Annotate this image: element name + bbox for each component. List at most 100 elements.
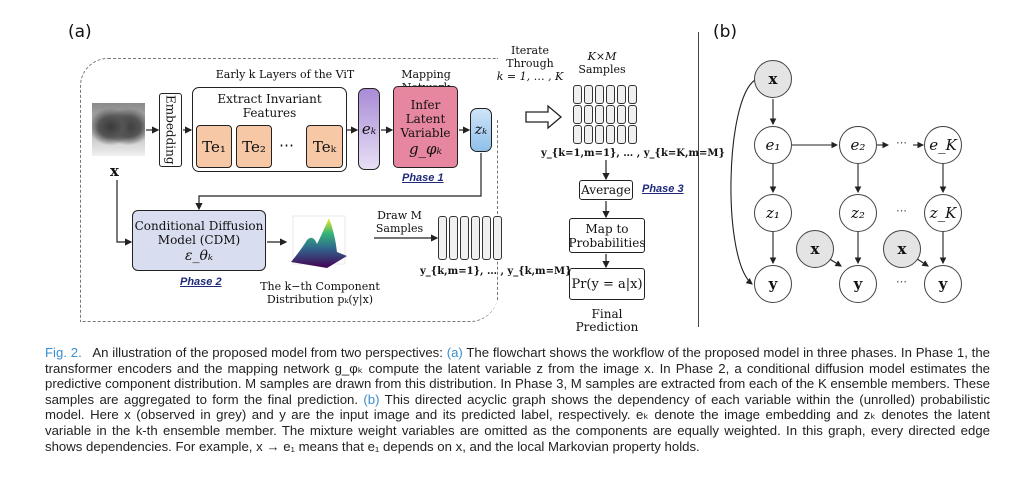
final-probability-box: Pr(y = a|x): [569, 268, 645, 300]
map-line2: Probabilities: [568, 235, 646, 250]
sample-cell: [617, 105, 626, 124]
dag-node-xk: x: [883, 230, 921, 268]
caption-b-ref[interactable]: (b): [363, 391, 380, 407]
dag-ellipsis-e: ⋯: [896, 136, 907, 149]
extract-label-line2: Features: [242, 106, 297, 120]
sample-cell: [595, 85, 604, 104]
infer-latent-box: Infer Latent Variable g_φₖ: [393, 86, 458, 168]
map-line1: Map to: [585, 221, 629, 236]
km-title-line2: Samples: [578, 63, 626, 76]
encoder-te1: Te₁: [196, 125, 232, 168]
sample-cell: [573, 125, 582, 144]
dag-node-zk: z_K: [924, 194, 962, 232]
input-x-label: x: [110, 162, 119, 180]
sample-cell: [584, 105, 593, 124]
km-samples-title: K×M Samples: [572, 50, 632, 76]
encoder-te1-label: Te₁: [202, 137, 226, 156]
dag-node-yk: y: [924, 265, 962, 303]
infer-line3: Variable: [400, 126, 451, 140]
sample-cell: [573, 85, 582, 104]
cdm-line2: Model (CDM): [157, 232, 241, 247]
cdm-box: Conditional Diffusion Model (CDM) ε_θₖ: [132, 210, 266, 271]
sample-cell: [617, 125, 626, 144]
km-samples-label: y_{k=1,m=1}, … , y_{k=K,m=M}: [541, 148, 725, 159]
xray-image: [92, 103, 145, 156]
sample-cell: [449, 216, 458, 260]
caption-fig-number: Fig. 2.: [45, 345, 82, 360]
encoder-te2-label: Te₂: [242, 137, 266, 156]
epsilon-theta-symbol: ε_θₖ: [184, 247, 214, 264]
caption-b-text: This directed acyclic graph shows the de…: [45, 391, 990, 454]
sample-cell: [628, 85, 637, 104]
map-to-probabilities-box: Map to Probabilities: [568, 218, 646, 253]
average-box: Average: [579, 180, 633, 200]
infer-line1: Infer: [410, 98, 441, 112]
sample-cell: [573, 105, 582, 124]
g-phi-k-symbol: g_φₖ: [408, 140, 443, 158]
m-samples-row: [438, 216, 504, 260]
dag-node-y1: y: [754, 265, 792, 303]
draw-line2: Samples: [375, 222, 424, 235]
sample-cell: [606, 125, 615, 144]
infer-line2: Latent: [405, 112, 446, 126]
vit-title: Early k Layers of the ViT: [215, 68, 355, 81]
iterate-range: k = 1, … , K: [496, 70, 564, 83]
embedding-box: Embedding: [159, 93, 182, 167]
extract-label-line1: Extract Invariant: [217, 92, 322, 106]
sample-cell: [628, 125, 637, 144]
caption-intro: An illustration of the proposed model fr…: [92, 345, 443, 360]
pr-label: Pr(y = a|x): [571, 276, 643, 292]
dag-edges: [730, 79, 947, 285]
component-distribution-plot: [291, 215, 347, 268]
figure-caption: Fig. 2. An illustration of the proposed …: [45, 345, 990, 454]
sample-cell: [471, 216, 480, 260]
component-caption: The k−th Component Distribution pₖ(y|x): [260, 280, 380, 306]
embedding-label: Embedding: [163, 95, 178, 165]
dag-node-z2: z₂: [839, 194, 877, 232]
cdm-line1: Conditional Diffusion: [134, 218, 264, 233]
extract-features-box: Extract Invariant Features: [192, 87, 347, 172]
final-prediction-label: Final Prediction: [575, 307, 639, 334]
caption-a-ref[interactable]: (a): [446, 345, 463, 360]
sample-cell: [595, 105, 604, 124]
sample-cell: [482, 216, 491, 260]
encoder-tek-label: Teₖ: [312, 137, 337, 156]
ek-box: eₖ: [358, 88, 380, 170]
dag-node-e1: e₁: [754, 126, 792, 164]
sample-cell: [606, 85, 615, 104]
dag-node-z1: z₁: [754, 194, 792, 232]
panel-a-connectors: [116, 126, 610, 269]
encoder-ellipsis: ⋯: [279, 136, 294, 154]
dag-node-e2: e₂: [839, 126, 877, 164]
panel-b-label: (b): [713, 22, 738, 42]
component-line1: The k−th Component: [260, 280, 380, 293]
sample-cell: [595, 125, 604, 144]
sample-cell: [584, 125, 593, 144]
iterate-text: Iterate Through k = 1, … , K: [490, 44, 570, 83]
caption-a-text: The flowchart shows the workflow of the …: [45, 345, 990, 407]
draw-line1: Draw M: [377, 209, 422, 222]
dag-ellipsis-y: ⋯: [896, 275, 907, 288]
draw-samples-text: Draw M Samples: [372, 209, 427, 235]
phase3-label: Phase 3: [642, 183, 684, 195]
sample-cell: [628, 105, 637, 124]
ek-label: eₖ: [361, 120, 377, 138]
sample-cell: [460, 216, 469, 260]
m-samples-label: y_{k,m=1}, … , y_{k,m=M}: [420, 266, 572, 277]
encoder-te2: Te₂: [236, 125, 272, 168]
panel-divider: [698, 32, 699, 327]
panel-a-label: (a): [68, 22, 92, 42]
km-samples-grid: [573, 85, 639, 145]
sample-cell: [606, 105, 615, 124]
phase2-label: Phase 2: [180, 276, 222, 288]
dag-node-y2: y: [839, 265, 877, 303]
average-label: Average: [581, 183, 631, 197]
iterate-arrow-icon: [525, 104, 563, 130]
dag-node-ek: e_K: [924, 126, 962, 164]
sample-cell: [438, 216, 447, 260]
iterate-line1: Iterate: [510, 44, 550, 57]
phase-region-outline: [80, 58, 498, 322]
encoder-tek: Teₖ: [306, 125, 343, 168]
sample-cell: [584, 85, 593, 104]
zk-box: zₖ: [470, 108, 492, 152]
